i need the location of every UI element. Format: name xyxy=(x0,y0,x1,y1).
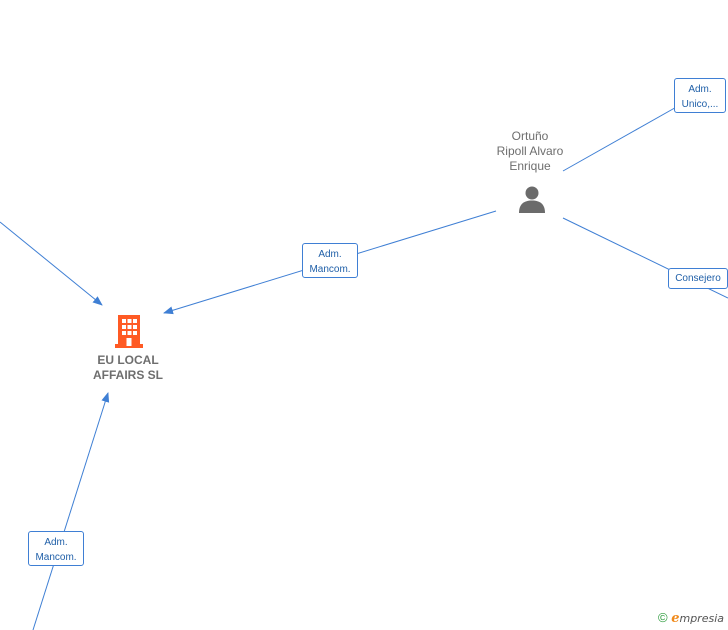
edge-bottom-to-company xyxy=(32,392,110,630)
role-label-adm-mancom-top[interactable]: Adm. Mancom. xyxy=(302,243,358,278)
person-name-label[interactable]: Ortuño Ripoll Alvaro Enrique xyxy=(496,129,564,173)
role-label-adm-mancom-bottom[interactable]: Adm. Mancom. xyxy=(28,531,84,566)
edge-person-to-adm-unico xyxy=(562,104,681,172)
empresia-logo-e: e xyxy=(671,611,680,626)
company-building-icon[interactable] xyxy=(113,313,145,354)
copyright-icon: © xyxy=(657,610,668,625)
role-label-adm-unico[interactable]: Adm. Unico,... xyxy=(674,78,726,113)
edge-top-left-to-company xyxy=(0,221,103,306)
person-icon[interactable] xyxy=(517,184,547,219)
role-label-consejero[interactable]: Consejero xyxy=(668,268,728,289)
empresia-logo-text: mpresia xyxy=(679,612,724,625)
company-name-label[interactable]: EU LOCAL AFFAIRS SL xyxy=(92,353,163,382)
empresia-watermark: © empresia xyxy=(658,610,724,626)
